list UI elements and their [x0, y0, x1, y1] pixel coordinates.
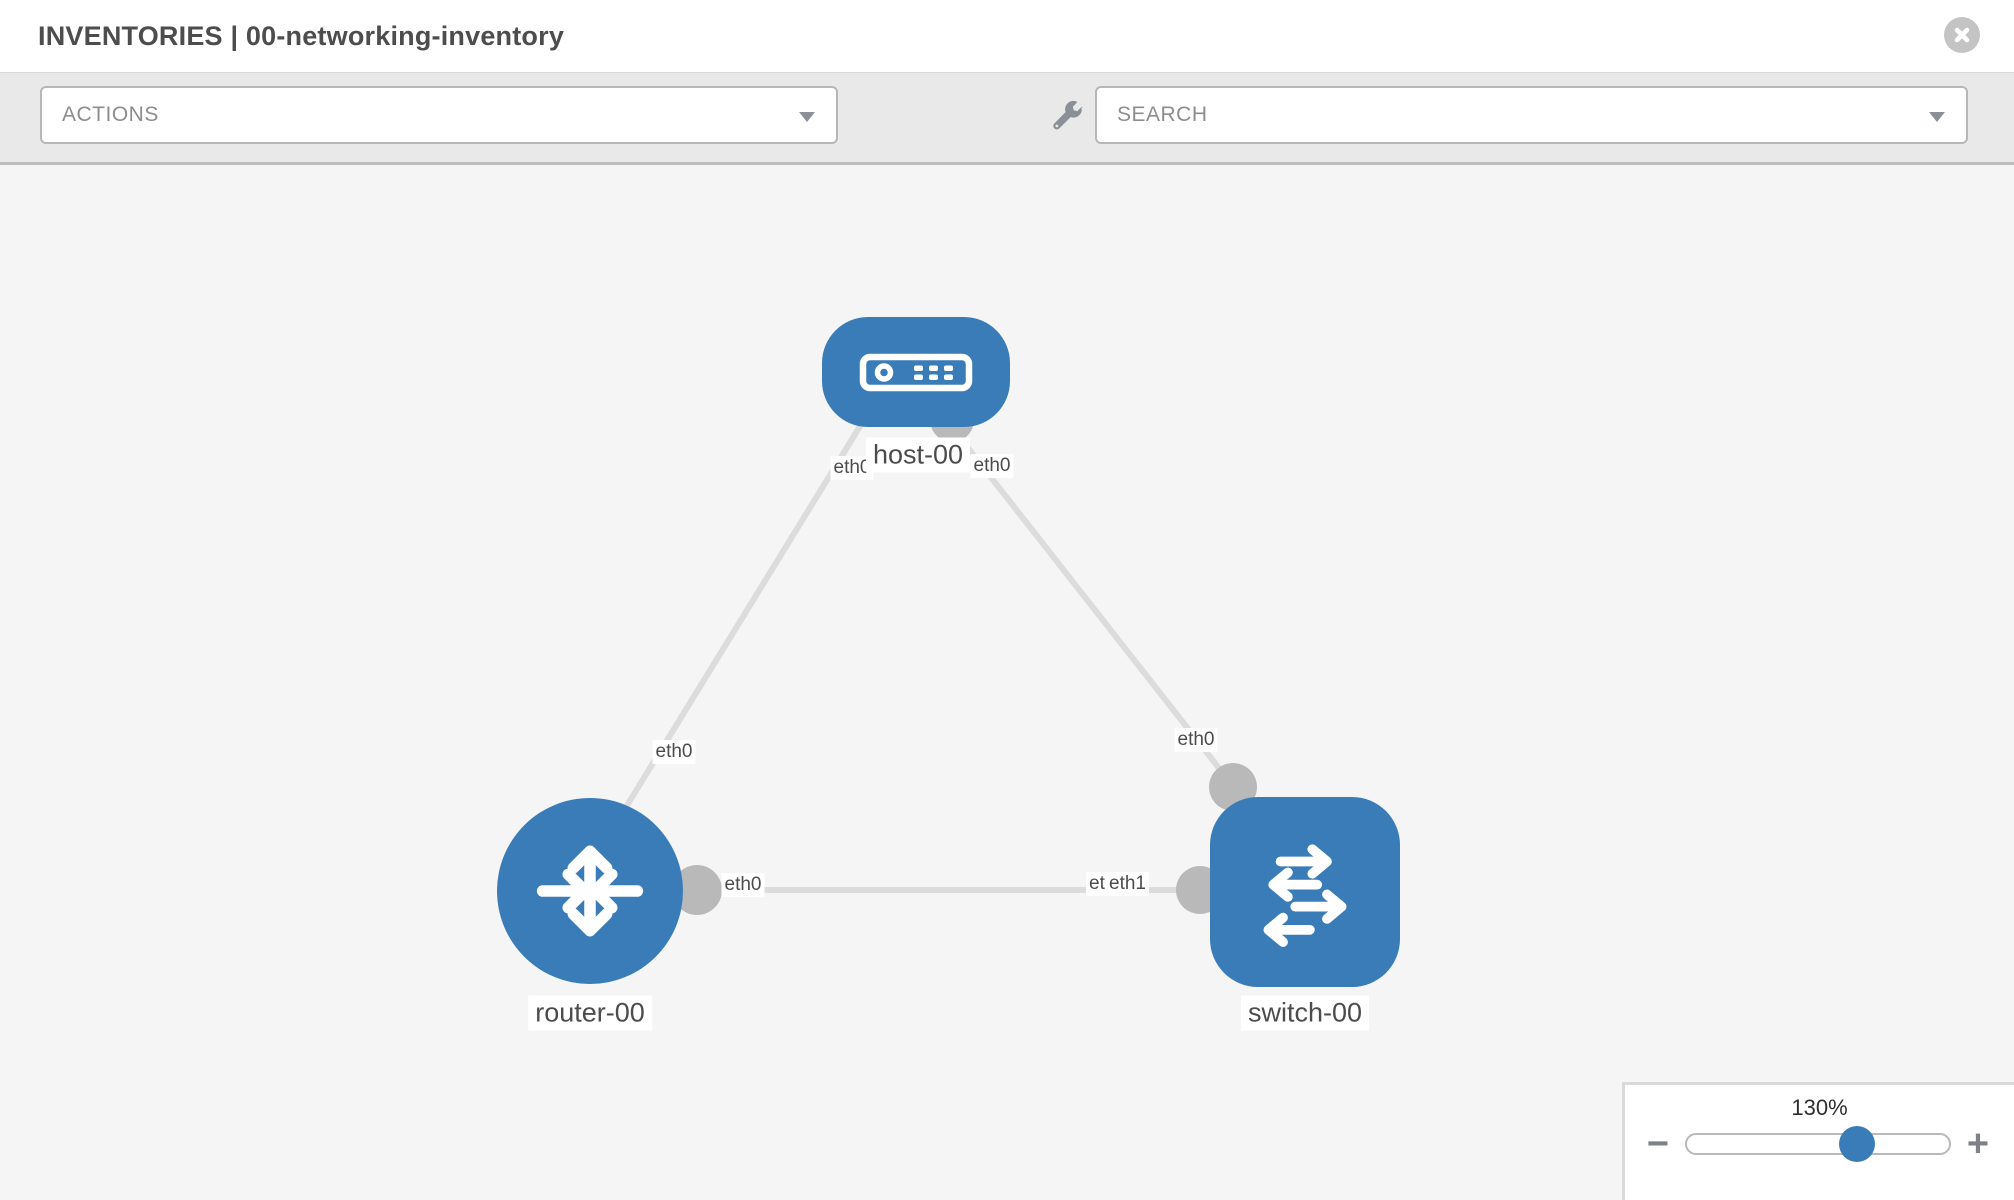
- zoom-panel: 130% − +: [1622, 1082, 2014, 1200]
- zoom-slider[interactable]: [1685, 1126, 1951, 1162]
- caret-down-icon: [799, 112, 815, 122]
- toolbar: ACTIONS SEARCH: [0, 72, 2014, 165]
- node-switch-00[interactable]: [1210, 797, 1400, 987]
- interface-label: eth1: [1106, 872, 1149, 896]
- interface-label: eth0: [721, 873, 765, 897]
- node-host-00[interactable]: [822, 317, 1010, 427]
- actions-dropdown[interactable]: ACTIONS: [40, 86, 838, 144]
- node-label-host-00: host-00: [865, 437, 971, 473]
- search-dropdown[interactable]: SEARCH: [1095, 86, 1968, 144]
- zoom-out-button[interactable]: −: [1646, 1123, 1670, 1165]
- search-dropdown-label: SEARCH: [1117, 103, 1208, 126]
- node-label-router-00: router-00: [528, 995, 652, 1031]
- node-label-switch-00: switch-00: [1240, 995, 1370, 1031]
- interface-label: eth0: [970, 454, 1014, 478]
- caret-down-icon: [1929, 112, 1945, 122]
- interface-connector: [672, 865, 722, 915]
- page-title: INVENTORIES | 00-networking-inventory: [38, 20, 565, 51]
- close-icon: [1954, 27, 1970, 43]
- switch-icon: [1263, 844, 1347, 947]
- router-icon: [536, 845, 644, 937]
- close-button[interactable]: [1944, 17, 1980, 53]
- zoom-level: 130%: [1791, 1095, 1848, 1120]
- host-icon: [859, 353, 973, 392]
- zoom-slider-handle[interactable]: [1839, 1126, 1875, 1162]
- interface-label: eth0: [1174, 728, 1218, 752]
- node-router-00[interactable]: [497, 798, 683, 984]
- topology-canvas[interactable]: eth0 eth0 eth0 eth0 eth0 eth0 eth1 host-…: [0, 165, 2014, 1200]
- actions-dropdown-label: ACTIONS: [62, 103, 159, 126]
- zoom-in-button[interactable]: +: [1966, 1123, 1990, 1165]
- link-host-router: [612, 421, 865, 827]
- interface-label: eth0: [652, 740, 696, 764]
- header: INVENTORIES | 00-networking-inventory: [0, 0, 2014, 72]
- topology-links: [612, 398, 1257, 915]
- interface-label: eth0: [830, 456, 874, 480]
- wrench-icon[interactable]: [1048, 98, 1086, 136]
